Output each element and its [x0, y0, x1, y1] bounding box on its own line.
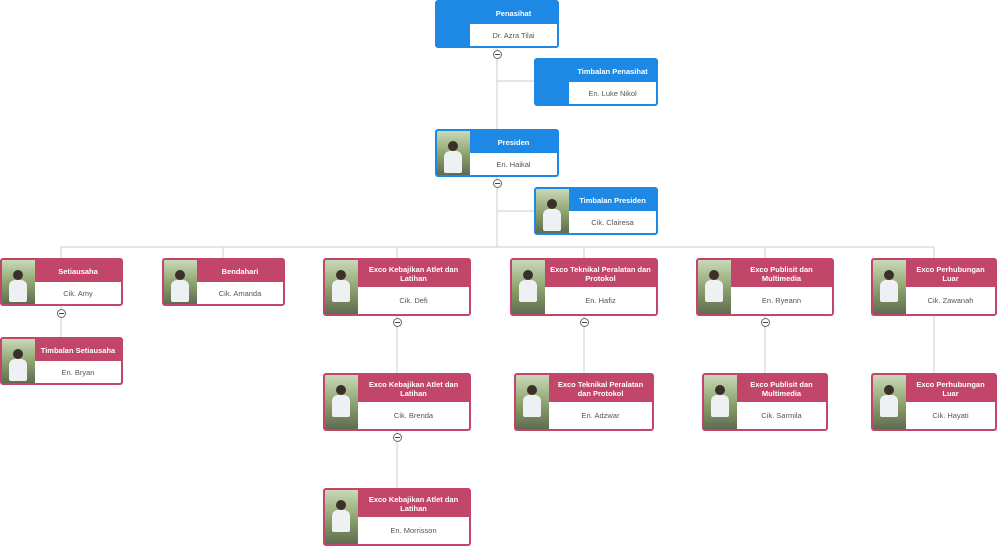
node-title: Exco Kebajikan Atlet dan Latihan [368, 264, 459, 283]
person-photo-icon [704, 375, 737, 429]
node-title: Exco Kebajikan Atlet dan Latihan [368, 494, 459, 513]
node-name: En. Bryan [35, 361, 121, 383]
person-photo-icon [437, 131, 470, 175]
person-photo-icon [2, 260, 35, 304]
node-title: Bendahari [221, 266, 259, 276]
node-name: Cik. Hayati [906, 402, 995, 429]
node-title: Penasihat [495, 8, 532, 18]
node-name: Cik. Sarmila [737, 402, 826, 429]
person-photo-icon [873, 375, 906, 429]
node-name: En. Haikal [470, 153, 557, 175]
collapse-toggle-icon[interactable] [493, 50, 502, 59]
node-name: Cik. Amanda [197, 282, 283, 304]
node-name: Cik. Amy [35, 282, 121, 304]
person-photo-icon [536, 189, 569, 233]
node-name: Cik. Clairesa [569, 211, 656, 233]
node-title: Exco Teknikal Peralatan dan Protokol [550, 264, 651, 283]
node-title: Exco Perhubungan Luar [916, 264, 985, 283]
person-photo-icon [516, 375, 549, 429]
node-name: Cik. Brenda [358, 402, 469, 429]
node-title: Exco Publisit dan Multimedia [750, 264, 813, 283]
collapse-toggle-icon[interactable] [57, 309, 66, 318]
person-photo-icon [698, 260, 731, 314]
node-name: En. Ryeann [731, 287, 832, 314]
node-title: Timbalan Presiden [579, 195, 646, 205]
collapse-toggle-icon[interactable] [393, 433, 402, 442]
node-name: En. Luke Nikol [569, 82, 656, 104]
node-name: En. Morrisson [358, 517, 469, 544]
person-photo-icon [164, 260, 197, 304]
collapse-toggle-icon[interactable] [580, 318, 589, 327]
collapse-toggle-icon[interactable] [393, 318, 402, 327]
node-title: Exco Kebajikan Atlet dan Latihan [368, 379, 459, 398]
node-title: Exco Teknikal Peralatan dan Protokol [557, 379, 644, 398]
person-photo-icon [512, 260, 545, 314]
node-name: Dr. Azra Tilai [470, 24, 557, 46]
node-name: En. Adzwar [549, 402, 652, 429]
node-title: Exco Publisit dan Multimedia [750, 379, 813, 398]
person-photo-icon [325, 375, 358, 429]
node-title: Timbalan Penasihat [577, 66, 648, 76]
collapse-toggle-icon[interactable] [761, 318, 770, 327]
person-photo-icon [325, 490, 358, 544]
node-name: Cik. Defi [358, 287, 469, 314]
node-name: En. Hafiz [545, 287, 656, 314]
node-title: Timbalan Setiausaha [40, 345, 116, 355]
person-photo-icon [2, 339, 35, 383]
node-title: Setiausaha [58, 266, 98, 276]
person-photo-icon [325, 260, 358, 314]
node-name: Cik. Zawanah [906, 287, 995, 314]
node-title: Exco Perhubungan Luar [916, 379, 985, 398]
person-photo-icon [873, 260, 906, 314]
collapse-toggle-icon[interactable] [493, 179, 502, 188]
node-title: Presiden [497, 137, 530, 147]
